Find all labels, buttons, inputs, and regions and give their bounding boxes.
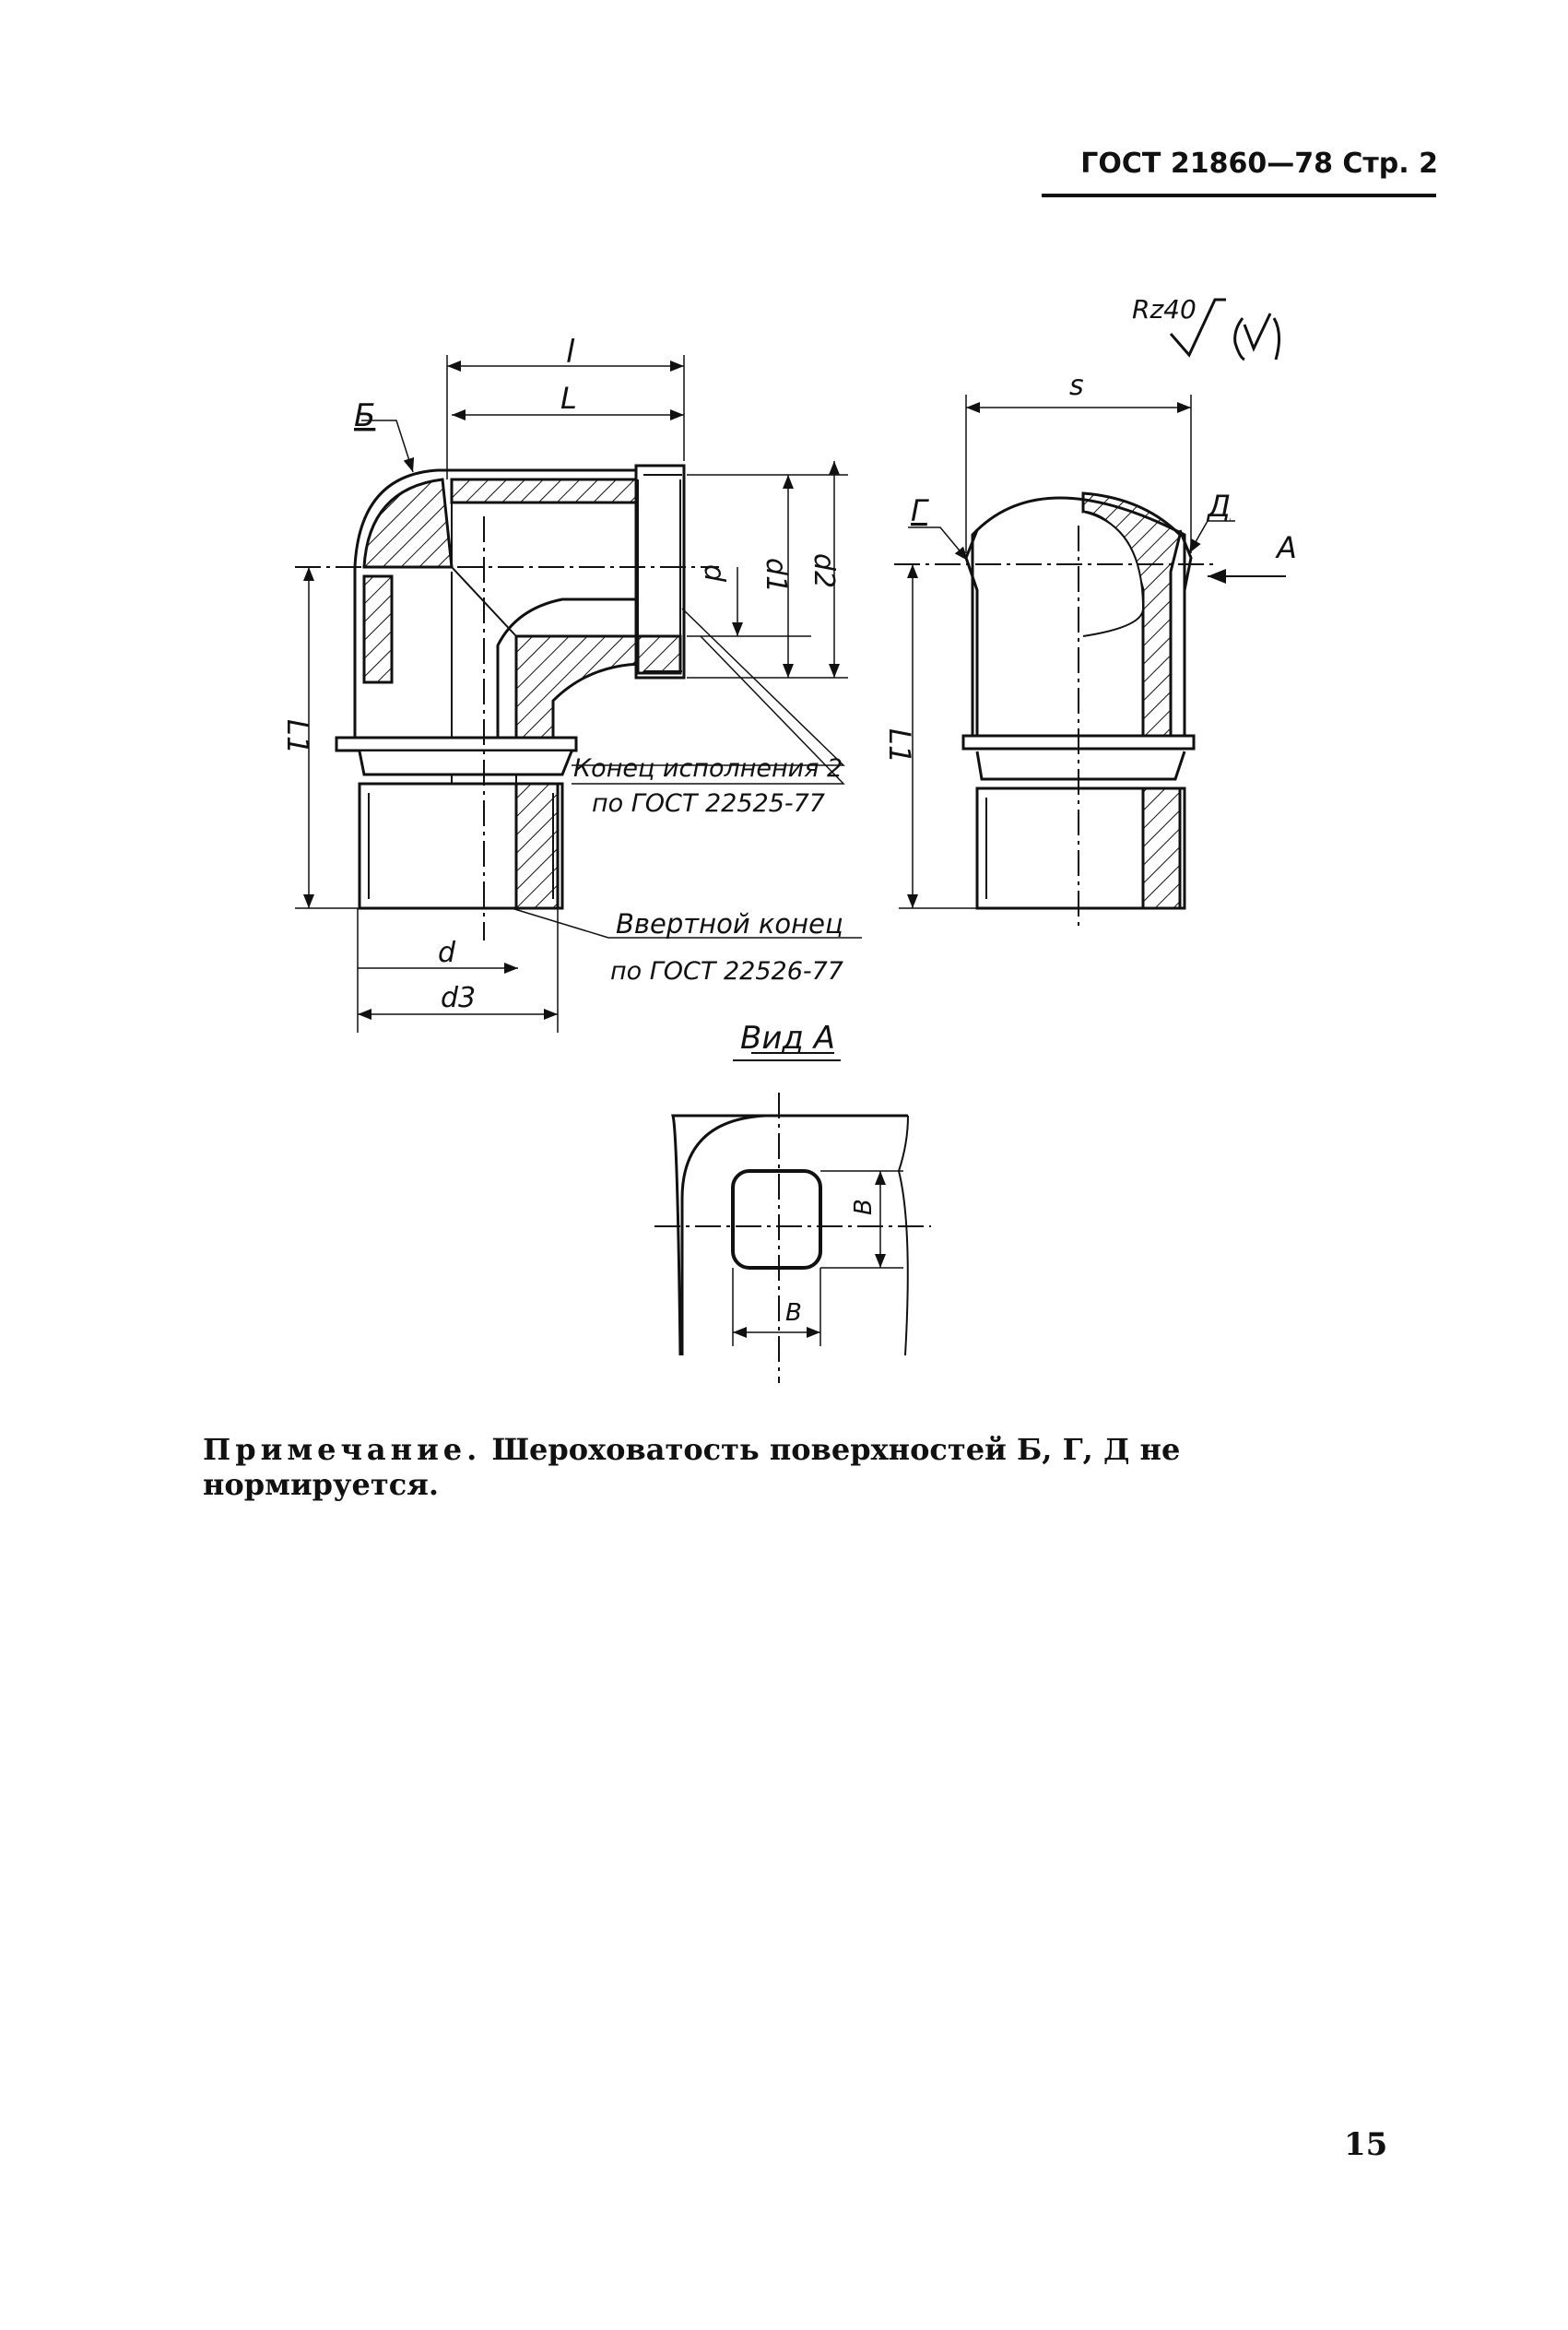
page-header: ГОСТ 21860—78 Стр. 2 (1042, 148, 1438, 180)
view-a-title: Вид А (740, 1020, 835, 1057)
side-view (894, 395, 1286, 927)
dim-V-vertical-label: В (850, 1199, 878, 1215)
view-a: Вид А В В (654, 1020, 931, 1383)
dim-V-horizontal-label: В (785, 1299, 802, 1327)
surface-B-label: Б (354, 397, 375, 434)
dim-L1-right-label: L1 (882, 728, 917, 763)
dim-L1-left-label: L1 (280, 719, 315, 754)
elbow-section-view (295, 355, 862, 1033)
dim-d2-label: d2 (808, 553, 840, 588)
page-label: Стр. 2 (1342, 148, 1438, 180)
side-view-labels: s Г Д А L1 (882, 370, 1297, 763)
surface-D-label: Д (1206, 489, 1231, 524)
callout-end-line2: по ГОСТ 22525-77 (592, 789, 825, 818)
callout-end-line1: Конец исполнения 2 (573, 754, 843, 783)
callout-screw-line2: по ГОСТ 22526-77 (610, 957, 843, 986)
note-paragraph: Примечание. Шероховатость поверхностей Б… (203, 1432, 1401, 1502)
dim-d-label: d (698, 564, 730, 583)
technical-drawing: l L Б d d1 d2 L1 d d3 Конец исполнения 2… (280, 294, 1297, 1383)
dim-d-bottom-label: d (438, 937, 456, 969)
dim-d3-label: d3 (441, 982, 476, 1014)
surface-G-label: Г (911, 493, 929, 528)
view-A-arrow-label: А (1275, 530, 1297, 565)
dim-s-label: s (1069, 370, 1084, 402)
roughness-label: Rz40 (1132, 294, 1197, 325)
dim-d1-label: d1 (760, 558, 792, 593)
roughness-symbol: Rz40 (1132, 294, 1280, 361)
note-lead: Примечание. (203, 1432, 482, 1467)
page-number: 15 (1344, 2126, 1388, 2163)
dim-L-label: L (560, 381, 577, 416)
header-rule (1042, 194, 1436, 197)
elbow-dimension-labels: l L Б d d1 d2 L1 d d3 Конец исполнения 2… (280, 334, 843, 1014)
note-text: Шероховатость поверхностей Б, Г, Д не но… (203, 1432, 1181, 1502)
dim-l-label: l (566, 334, 575, 371)
callout-screw-line1: Ввертной конец (616, 908, 843, 940)
standard-number: ГОСТ 21860—78 (1080, 148, 1333, 180)
